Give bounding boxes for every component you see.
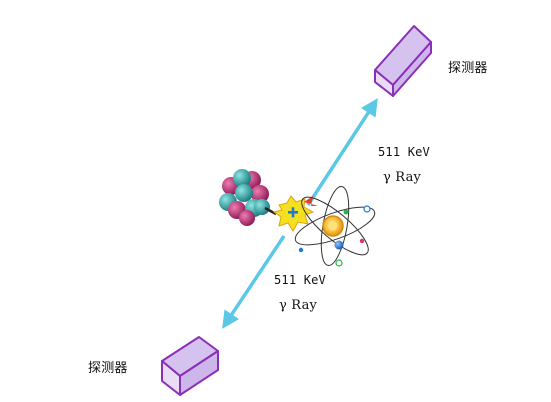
nucleus-icon — [219, 169, 270, 226]
gamma-ray-label-upper: γ Ray — [383, 170, 422, 185]
energy-label-upper: 511 KeV — [378, 145, 430, 159]
energy-label-lower: 511 KeV — [274, 273, 326, 287]
detector-bottom-label: 探测器 — [88, 361, 128, 376]
gamma-ray-label-lower: γ Ray — [279, 298, 318, 313]
atom-icon — [294, 186, 376, 267]
gamma-ray-upper — [306, 98, 378, 206]
positron-track — [264, 206, 277, 216]
detector-top-label: 探测器 — [448, 61, 488, 76]
annihilation-flash-icon — [272, 195, 318, 232]
gamma-ray-lower — [222, 235, 286, 329]
detector-bottom-icon — [161, 336, 219, 396]
detector-top-icon — [374, 25, 432, 97]
